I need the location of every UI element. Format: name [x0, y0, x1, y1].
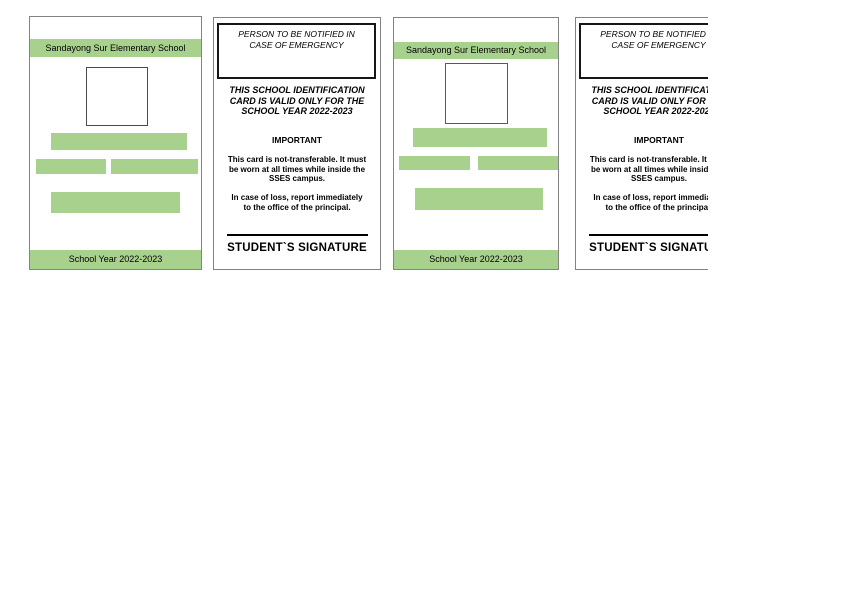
id-card-front-2: Sandayong Sur Elementary School School Y…: [393, 17, 559, 270]
school-name-banner: Sandayong Sur Elementary School: [30, 39, 201, 57]
validity-notice: THIS SCHOOL IDENTIFICATION CARD IS VALID…: [591, 85, 708, 116]
redacted-detail-bottom-bar: [415, 188, 543, 210]
redacted-detail-left-bar: [399, 156, 470, 170]
rule-loss-report: In case of loss, report immediately to t…: [593, 193, 708, 212]
student-photo-placeholder: [445, 63, 508, 124]
redacted-name-bar: [413, 128, 547, 147]
redacted-detail-left-bar: [36, 159, 106, 174]
rule-not-transferable: This card is not-transferable. It must b…: [589, 155, 708, 183]
id-card-front-1: Sandayong Sur Elementary School School Y…: [29, 16, 202, 270]
redacted-detail-right-bar: [111, 159, 198, 174]
important-heading: IMPORTANT: [272, 135, 322, 145]
emergency-contact-box: PERSON TO BE NOTIFIED IN CASE OF EMERGEN…: [579, 23, 708, 79]
emergency-contact-box: PERSON TO BE NOTIFIED IN CASE OF EMERGEN…: [217, 23, 376, 79]
emergency-notice-line-1: PERSON TO BE NOTIFIED IN: [600, 29, 708, 39]
emergency-notice-line-2: CASE OF EMERGENCY: [249, 39, 344, 50]
signature-label: STUDENT`S SIGNATURE: [227, 242, 367, 254]
redacted-name-bar: [51, 133, 187, 150]
id-card-back-2: PERSON TO BE NOTIFIED IN CASE OF EMERGEN…: [575, 17, 708, 270]
emergency-notice-line-1: PERSON TO BE NOTIFIED IN: [238, 29, 355, 39]
signature-line: [589, 234, 708, 236]
rule-loss-report: In case of loss, report immediately to t…: [231, 193, 363, 212]
emergency-notice-line-2: CASE OF EMERGENCY: [611, 39, 706, 50]
school-year-banner: School Year 2022-2023: [394, 250, 558, 269]
redacted-detail-right-bar: [478, 156, 558, 170]
id-card-back-1: PERSON TO BE NOTIFIED IN CASE OF EMERGEN…: [213, 17, 381, 270]
school-name-banner: Sandayong Sur Elementary School: [394, 42, 558, 59]
redacted-detail-bottom-bar: [51, 192, 180, 213]
school-year-banner: School Year 2022-2023: [30, 250, 201, 269]
clipped-card-region: PERSON TO BE NOTIFIED IN CASE OF EMERGEN…: [575, 17, 708, 270]
signature-label: STUDENT`S SIGNATURE: [589, 242, 708, 254]
signature-line: [227, 234, 368, 236]
validity-notice: THIS SCHOOL IDENTIFICATION CARD IS VALID…: [229, 85, 365, 116]
important-heading: IMPORTANT: [634, 135, 684, 145]
student-photo-placeholder: [86, 67, 148, 126]
rule-not-transferable: This card is not-transferable. It must b…: [227, 155, 367, 183]
